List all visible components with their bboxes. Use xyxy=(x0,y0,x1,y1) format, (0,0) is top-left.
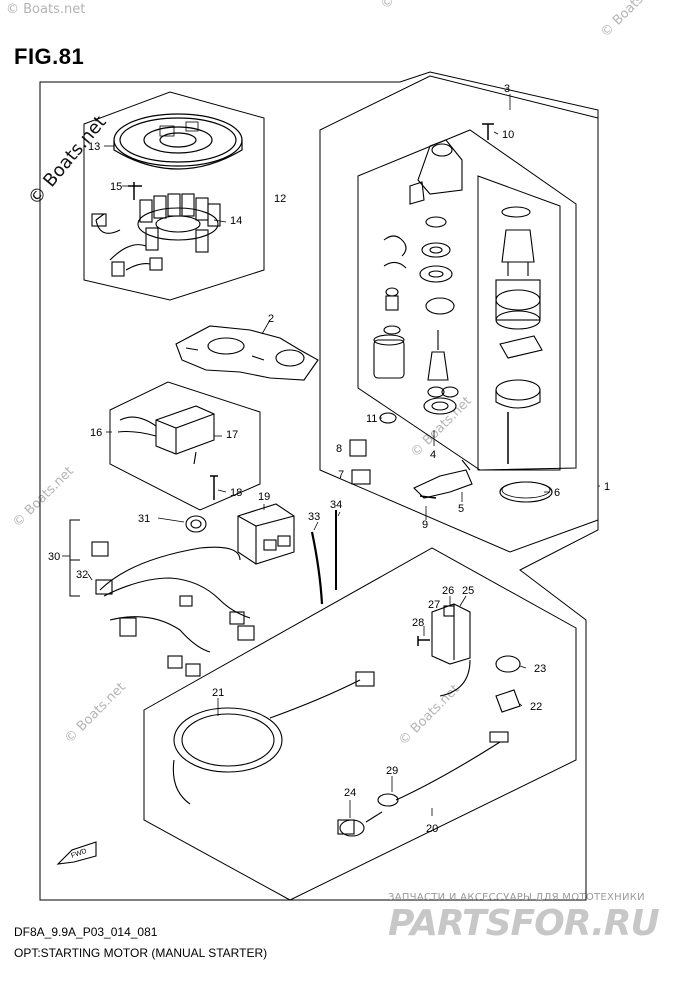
brand-tagline: ЗАПЧАСТИ И АКСЕССУАРЫ ДЛЯ МОТОТЕХНИКИ xyxy=(388,892,645,903)
bracket-5 xyxy=(413,469,473,499)
figure-title: FIG.81 xyxy=(14,44,85,69)
watermark-top-left: © Boats.net xyxy=(6,2,86,17)
cable-tie-33 xyxy=(310,531,324,605)
callout-7: 7 xyxy=(338,469,344,481)
relay-8 xyxy=(349,439,367,457)
leader-lines xyxy=(62,94,600,818)
cdi-unit xyxy=(237,503,295,565)
callout-12: 12 xyxy=(274,193,286,205)
stator-box xyxy=(83,91,265,301)
callout-5: 5 xyxy=(458,503,464,515)
starter-motor-parts xyxy=(373,123,494,415)
base-plate xyxy=(175,325,319,381)
bolt-15 xyxy=(128,182,142,200)
bolt-18 xyxy=(210,475,218,500)
callout-18: 18 xyxy=(230,487,242,499)
stator xyxy=(91,193,221,277)
switch-bracket xyxy=(417,603,471,697)
callout-13: 13 xyxy=(88,141,100,153)
grommet-23 xyxy=(495,655,521,673)
callout-32: 32 xyxy=(76,569,88,581)
relay-7 xyxy=(351,469,371,485)
callout-24: 24 xyxy=(344,787,356,799)
callout-14: 14 xyxy=(230,215,242,227)
callout-10: 10 xyxy=(502,129,514,141)
callout-17: 17 xyxy=(226,429,238,441)
ignition-coil xyxy=(117,405,215,465)
callout-6: 6 xyxy=(554,487,560,499)
armature-parts xyxy=(495,206,543,464)
cable-20 xyxy=(337,731,509,837)
starting-motor-box xyxy=(319,75,599,553)
callout-4: 4 xyxy=(430,449,436,461)
callout-11: 11 xyxy=(366,413,377,425)
bracket-5-arm xyxy=(461,459,471,471)
callout-26: 26 xyxy=(442,585,454,597)
band-6-inner xyxy=(501,481,551,499)
cable-21 xyxy=(172,671,375,805)
nut-11 xyxy=(379,412,397,424)
callout-1: 1 xyxy=(604,481,610,493)
plate-22 xyxy=(495,689,521,713)
outer-frame xyxy=(39,71,599,901)
callout-15: 15 xyxy=(110,181,122,193)
callout-28: 28 xyxy=(412,617,424,629)
motor-subassembly-box xyxy=(357,129,577,471)
bolt-9 xyxy=(419,495,437,499)
callout-29: 29 xyxy=(386,765,398,777)
callout-21: 21 xyxy=(212,687,224,699)
callout-16: 16 xyxy=(90,427,102,439)
brand-logo: PARTSFOR.RU xyxy=(388,903,660,944)
callout-22: 22 xyxy=(530,701,542,713)
callout-3: 3 xyxy=(504,83,510,95)
diagram-code: DF8A_9.9A_P03_014_081 xyxy=(14,925,158,939)
callout-23: 23 xyxy=(534,663,546,675)
callout-labels: 1 2 3 4 5 6 7 8 9 10 11 12 13 14 15 16 1… xyxy=(48,83,610,860)
callout-8: 8 xyxy=(336,443,342,455)
callout-9: 9 xyxy=(422,519,428,531)
callout-19: 19 xyxy=(258,491,270,503)
callout-33: 33 xyxy=(308,511,320,523)
callout-20: 20 xyxy=(426,823,438,835)
coil-box xyxy=(109,381,261,511)
callout-25: 25 xyxy=(462,585,474,597)
flywheel xyxy=(113,113,243,170)
callout-34: 34 xyxy=(330,499,342,511)
callout-30: 30 xyxy=(48,551,60,563)
callout-31: 31 xyxy=(138,513,150,525)
harness-bracket xyxy=(69,519,80,597)
callout-27: 27 xyxy=(428,599,440,611)
switch-box xyxy=(143,547,577,901)
fwd-arrow xyxy=(56,841,97,865)
callout-2: 2 xyxy=(268,313,274,325)
diagram-caption: OPT:STARTING MOTOR (MANUAL STARTER) xyxy=(14,946,268,960)
wire-harness xyxy=(91,515,255,677)
armature-box xyxy=(477,175,561,471)
